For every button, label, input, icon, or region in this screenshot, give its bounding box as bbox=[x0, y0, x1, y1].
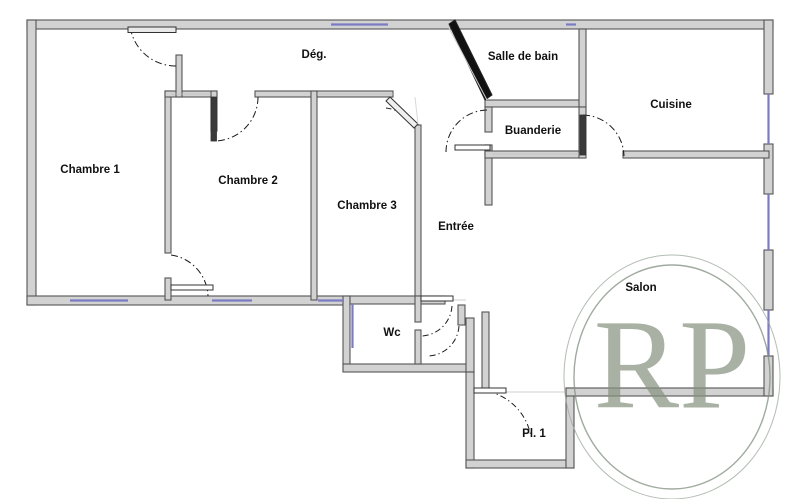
wall-ch2-ch3 bbox=[310, 90, 318, 301]
door-salle-de-bain bbox=[447, 19, 493, 101]
wall-ch3-right bbox=[414, 124, 422, 300]
wall-deg-stub bbox=[175, 54, 183, 98]
room-label-cuisine: Cuisine bbox=[650, 99, 692, 111]
wall-entry-bottom-vertical bbox=[465, 317, 475, 373]
door-wc bbox=[420, 295, 454, 337]
room-label-buanderie: Buanderie bbox=[505, 125, 561, 137]
room-label-wc: Wc bbox=[383, 327, 401, 339]
wall-wc-bottom bbox=[342, 363, 474, 373]
door-buanderie bbox=[445, 109, 491, 153]
watermark-text: RP bbox=[594, 293, 751, 435]
wall-sdb-cuisine bbox=[578, 28, 587, 108]
room-label-chambre-2: Chambre 2 bbox=[218, 175, 277, 187]
wall-placard-bottom bbox=[465, 459, 575, 469]
wall-entree-right bbox=[481, 311, 490, 393]
doors-group bbox=[127, 19, 625, 438]
wall-buanderie-left bbox=[484, 106, 493, 133]
windows-group bbox=[70, 23, 770, 356]
watermark-outer-ring bbox=[563, 254, 781, 499]
door-chambre1-bottom bbox=[170, 254, 214, 297]
wall-cuisine-bottom bbox=[622, 150, 770, 159]
wall-exterior-left bbox=[26, 19, 37, 306]
room-label-degagement: Dég. bbox=[302, 49, 327, 61]
wall-exterior-right-low bbox=[763, 249, 774, 311]
room-label-entree: Entrée bbox=[438, 221, 474, 233]
door-chambre2 bbox=[210, 96, 259, 142]
wall-exterior-right-top bbox=[763, 19, 774, 95]
door-chambre1 bbox=[127, 26, 177, 67]
room-label-chambre-1: Chambre 1 bbox=[60, 164, 120, 176]
wall-sdb-bottom bbox=[484, 99, 586, 108]
wall-ch1-ch2-lower bbox=[164, 277, 172, 301]
room-label-salle-de-bain: Salle de bain bbox=[488, 51, 558, 63]
wall-placard-right bbox=[565, 387, 575, 469]
door-cuisine bbox=[579, 114, 625, 157]
wall-ch1-ch2 bbox=[164, 90, 172, 254]
wall-buanderie-bottom bbox=[484, 150, 586, 159]
room-label-placard: Pl. 1 bbox=[522, 428, 546, 440]
wall-wc-right-lower bbox=[414, 329, 422, 365]
watermark-logo: RP bbox=[563, 254, 781, 499]
wall-placard-left bbox=[465, 371, 475, 469]
room-labels-group: Chambre 1 Chambre 2 Chambre 3 Dég. Salle… bbox=[60, 49, 691, 440]
room-label-chambre-3: Chambre 3 bbox=[337, 200, 396, 212]
door-chambre3 bbox=[385, 96, 419, 129]
thin-wall-lines bbox=[171, 93, 579, 393]
room-label-salon: Salon bbox=[625, 282, 656, 294]
wall-entree-jamb bbox=[457, 304, 466, 326]
door-entree bbox=[427, 325, 460, 357]
door-placard bbox=[473, 387, 532, 438]
watermark-inner-ring bbox=[573, 264, 771, 490]
wall-exterior-bottom-jog bbox=[342, 295, 351, 372]
wall-ch2-top-right bbox=[254, 90, 318, 98]
wall-wc-right bbox=[414, 295, 422, 323]
